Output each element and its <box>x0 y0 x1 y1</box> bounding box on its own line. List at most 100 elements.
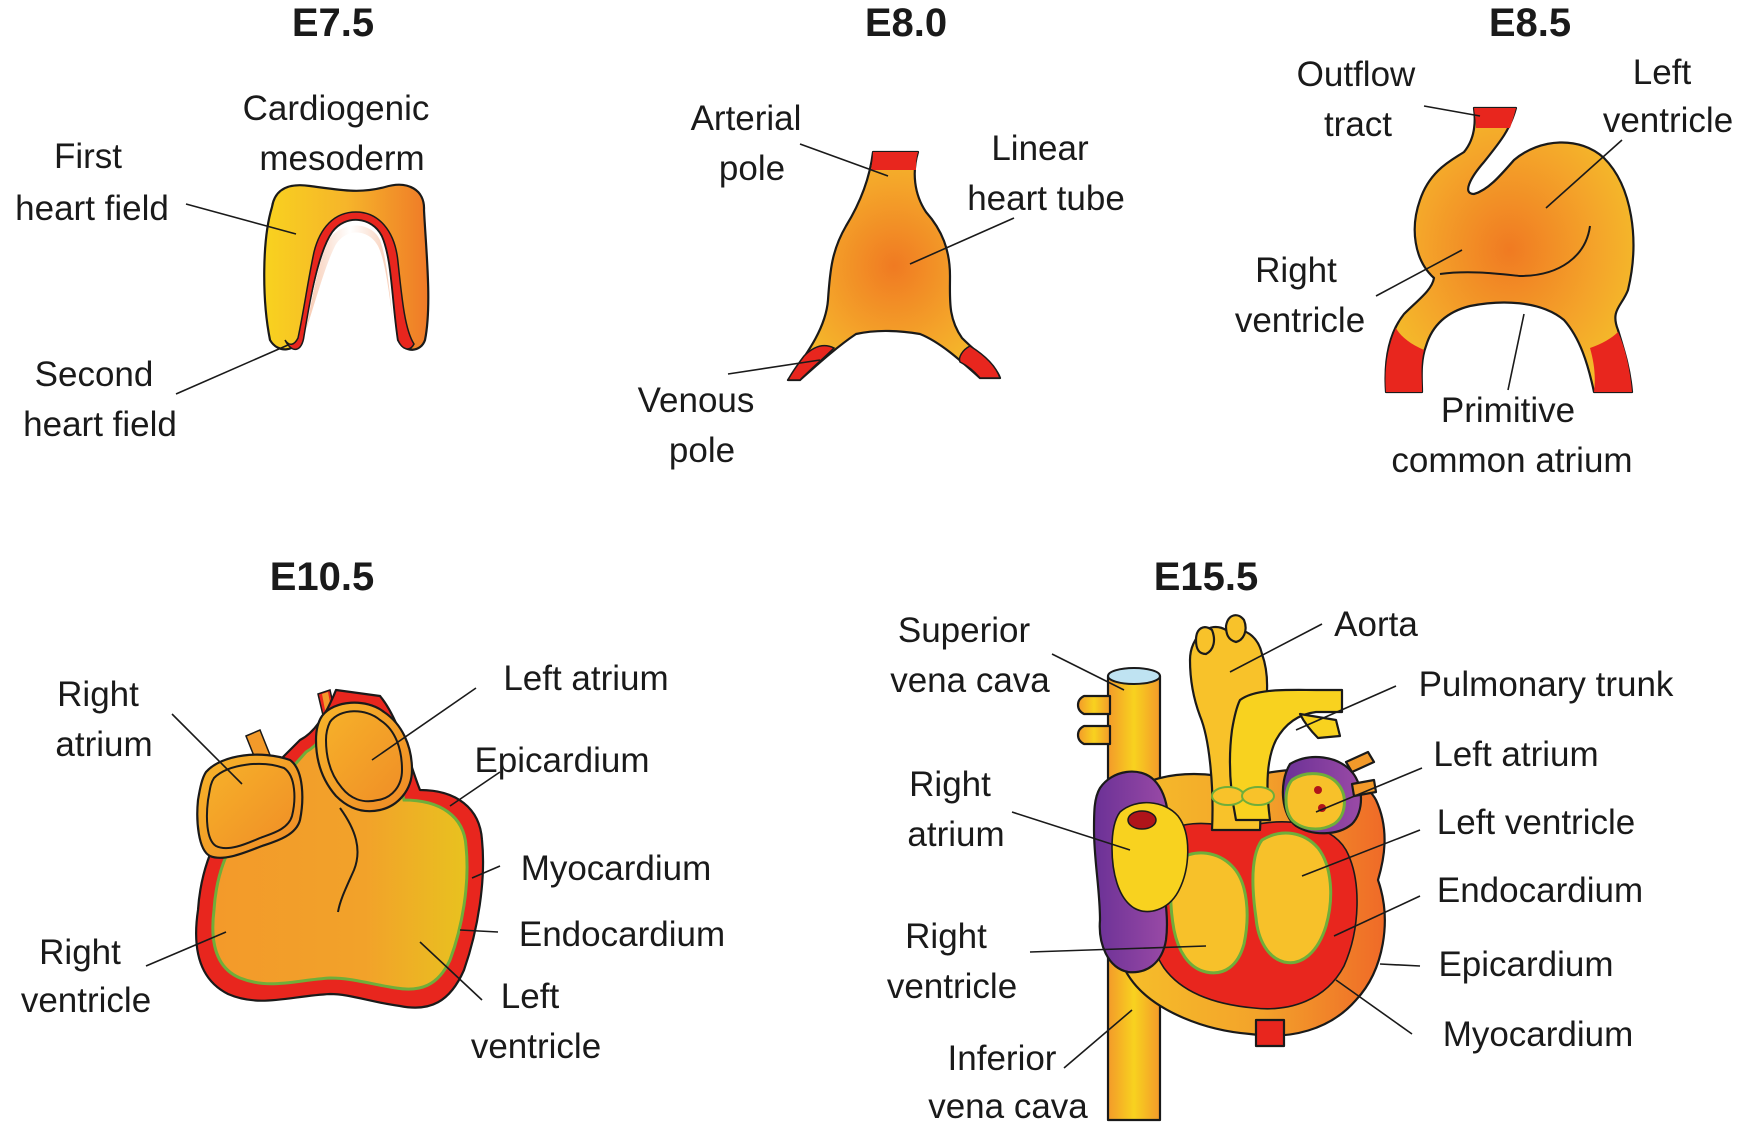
label-epicardium-e105: Epicardium <box>474 741 649 780</box>
leader-superior-vena-cava <box>1051 653 1125 691</box>
label-right-ventricle-e105-2: ventricle <box>21 981 151 1020</box>
label-superior-vena-cava-1: Superior <box>898 611 1031 650</box>
leader-arterial-pole <box>799 143 889 177</box>
label-first-heart-field-1: First <box>54 137 122 176</box>
leader-endocardium-e155 <box>1333 895 1421 937</box>
leader-left-ventricle-e85 <box>1545 139 1623 209</box>
label-endocardium-e105: Endocardium <box>519 915 725 954</box>
label-right-ventricle-e105-1: Right <box>39 933 121 972</box>
pulmonary-trunk-branch <box>1298 712 1342 740</box>
label-venous-pole-2: pole <box>669 431 735 470</box>
label-inferior-vena-cava-2: vena cava <box>928 1087 1088 1125</box>
label-epicardium-e155: Epicardium <box>1438 945 1613 984</box>
label-outflow-tract-2: tract <box>1324 105 1392 144</box>
label-left-ventricle-e85-1: Left <box>1633 53 1692 92</box>
e155-descending-vessel <box>1254 1018 1286 1048</box>
stage-title-e105: E10.5 <box>270 555 375 599</box>
label-myocardium-e105: Myocardium <box>521 849 712 888</box>
leader-second-heart-field <box>175 344 289 395</box>
label-arterial-pole-2: pole <box>719 149 785 188</box>
svc-opening <box>1107 667 1161 685</box>
leader-right-atrium-e105 <box>171 713 243 785</box>
label-left-ventricle-e105-1: Left <box>501 977 560 1016</box>
superior-vena-cava-shape <box>1106 674 1162 782</box>
e85-hole <box>1473 159 1515 195</box>
stage-e155: E15.5 <box>887 555 1674 1125</box>
leader-myocardium-e105 <box>471 865 501 879</box>
second-heart-field-shape <box>284 211 415 350</box>
stage-e75: E7.5 First heart field Cardiogenic mesod… <box>15 1 430 444</box>
label-primitive-common-atrium-1: Primitive <box>1441 391 1575 430</box>
label-cardiogenic-mesoderm-1: Cardiogenic <box>243 89 430 128</box>
e105-left-atrium-inner <box>324 710 404 803</box>
label-left-atrium-e105: Left atrium <box>503 659 668 698</box>
label-aorta: Aorta <box>1334 605 1418 644</box>
label-venous-pole-1: Venous <box>638 381 755 420</box>
leader-right-ventricle-e155 <box>1029 945 1207 953</box>
leader-right-atrium-e155 <box>1011 811 1131 851</box>
label-right-ventricle-e85-2: ventricle <box>1235 301 1365 340</box>
svc-branch-left-1 <box>1076 694 1112 716</box>
label-right-ventricle-e155-1: Right <box>905 917 987 956</box>
arterial-pole-red <box>871 152 918 170</box>
leader-left-ventricle-e155 <box>1301 829 1421 877</box>
label-right-atrium-e155-2: atrium <box>907 815 1004 854</box>
label-linear-heart-tube-1: Linear <box>991 129 1089 168</box>
leader-endocardium-e105 <box>459 929 499 933</box>
leader-pulmonary-trunk <box>1295 685 1397 731</box>
e85-inner-fold <box>1439 225 1591 278</box>
stage-title-e155: E15.5 <box>1154 555 1259 599</box>
label-inferior-vena-cava-1: Inferior <box>948 1039 1057 1078</box>
stage-e105: E10.5 Right atrium Left atrium Epicardiu… <box>21 555 725 1066</box>
label-cardiogenic-mesoderm-2: mesoderm <box>259 139 424 178</box>
e155-pulmonary-vein-1 <box>1344 750 1376 774</box>
leader-linear-heart-tube <box>909 217 1015 265</box>
label-linear-heart-tube-2: heart tube <box>967 179 1125 218</box>
label-second-heart-field-1: Second <box>35 355 154 394</box>
label-right-atrium-e105-1: Right <box>57 675 139 714</box>
e155-right-ventricle-cavity <box>1169 851 1249 975</box>
label-primitive-common-atrium-2: common atrium <box>1391 441 1632 480</box>
aorta-branch-1 <box>1194 626 1216 656</box>
e105-right-atrium-inner <box>206 762 296 850</box>
aorta-branch-2 <box>1224 614 1247 644</box>
atrium-red-right <box>1590 332 1632 392</box>
label-left-ventricle-e85-2: ventricle <box>1603 101 1733 140</box>
leader-outflow-tract <box>1423 105 1481 117</box>
label-endocardium-e155: Endocardium <box>1437 871 1643 910</box>
e155-la-dot-1 <box>1314 786 1322 794</box>
leader-left-atrium-e155 <box>1315 767 1423 813</box>
e155-pulmonary-vein-2 <box>1350 778 1378 798</box>
leader-right-ventricle-e85 <box>1375 249 1463 297</box>
stage-e85: E8.5 Outflow tract Left ventricle Right … <box>1235 1 1733 480</box>
label-right-ventricle-e155-2: ventricle <box>887 967 1017 1006</box>
leader-venous-pole <box>727 359 821 375</box>
leader-aorta <box>1229 623 1323 673</box>
label-left-ventricle-e155: Left ventricle <box>1437 803 1635 842</box>
leader-myocardium-e155 <box>1335 979 1413 1035</box>
e155-ra-opening <box>1127 810 1157 830</box>
atrium-red-left <box>1385 328 1424 392</box>
leader-right-ventricle-e105 <box>145 931 227 967</box>
outflow-tract-red <box>1474 108 1516 128</box>
venous-pole-red-left <box>786 344 836 381</box>
leader-left-atrium-e105 <box>371 687 477 761</box>
label-second-heart-field-2: heart field <box>23 405 177 444</box>
crescent-inner-highlight <box>306 225 394 330</box>
e155-left-ventricle-cavity <box>1251 831 1333 965</box>
label-superior-vena-cava-2: vena cava <box>890 661 1050 700</box>
svc-branch-left-2 <box>1076 724 1112 746</box>
label-myocardium-e155: Myocardium <box>1443 1015 1634 1054</box>
stage-title-e85: E8.5 <box>1489 1 1571 45</box>
label-left-atrium-e155: Left atrium <box>1433 735 1598 774</box>
e155-left-atrium-yellow <box>1284 772 1346 831</box>
linear-heart-tube-shape <box>786 150 1002 382</box>
label-first-heart-field-2: heart field <box>15 189 169 228</box>
leader-epicardium-e155 <box>1379 963 1421 967</box>
leader-epicardium-e105 <box>449 771 501 807</box>
label-outflow-tract-1: Outflow <box>1297 55 1416 94</box>
leader-first-heart-field <box>185 203 297 235</box>
label-right-atrium-e105-2: atrium <box>55 725 152 764</box>
stage-e80: E8.0 Arterial pole Linear heart tube Ven… <box>638 1 1125 470</box>
